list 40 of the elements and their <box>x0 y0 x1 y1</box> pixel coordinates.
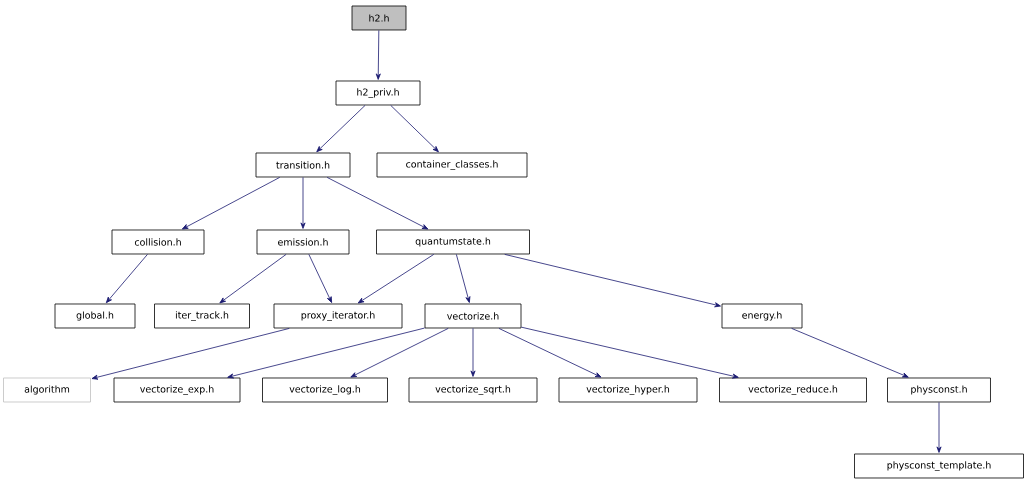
file-box: algorithm <box>3 377 91 403</box>
file-box: container_classes.h <box>376 152 528 178</box>
file-box: physconst.h <box>887 377 991 403</box>
arrow <box>105 254 148 304</box>
arrow <box>350 328 449 378</box>
arrow <box>504 254 721 308</box>
arrow <box>181 177 281 230</box>
file-box: iter_track.h <box>154 303 250 329</box>
arrow <box>308 254 333 303</box>
file-box: vectorize_hyper.h <box>558 377 698 403</box>
arrow <box>936 402 942 453</box>
file-box: vectorize_sqrt.h <box>408 377 538 403</box>
file-box: proxy_iterator.h <box>273 303 403 329</box>
file-box: global.h <box>54 303 136 329</box>
arrow <box>219 254 287 304</box>
file-box: vectorize_reduce.h <box>719 377 867 403</box>
file-box: vectorize_exp.h <box>113 377 241 403</box>
arrow <box>470 328 476 377</box>
file-box: energy.h <box>721 303 803 329</box>
arrow <box>316 105 366 153</box>
file-box: vectorize.h <box>424 303 522 329</box>
arrow <box>91 328 290 380</box>
arrow <box>326 177 429 230</box>
arrow <box>357 254 435 304</box>
arrow <box>791 328 909 378</box>
arrow <box>498 328 602 378</box>
arrow <box>375 30 381 80</box>
file-box: physconst_template.h <box>854 453 1024 479</box>
arrow <box>390 105 439 153</box>
file-box: vectorize_log.h <box>262 377 388 403</box>
file-box: h2.h <box>351 5 407 31</box>
file-box: h2_priv.h <box>335 80 421 106</box>
file-box: emission.h <box>256 229 350 255</box>
arrow <box>521 326 739 379</box>
arrow <box>455 254 471 303</box>
file-box: transition.h <box>255 152 351 178</box>
file-box: quantumstate.h <box>376 229 530 255</box>
arrow <box>300 177 306 229</box>
arrow <box>227 327 425 379</box>
file-box: collision.h <box>111 229 205 255</box>
